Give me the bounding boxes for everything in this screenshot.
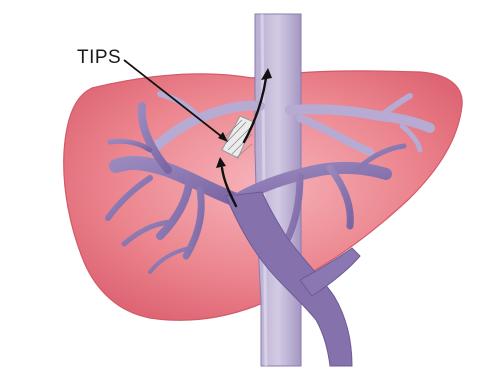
tips-label: TIPS (77, 47, 121, 69)
